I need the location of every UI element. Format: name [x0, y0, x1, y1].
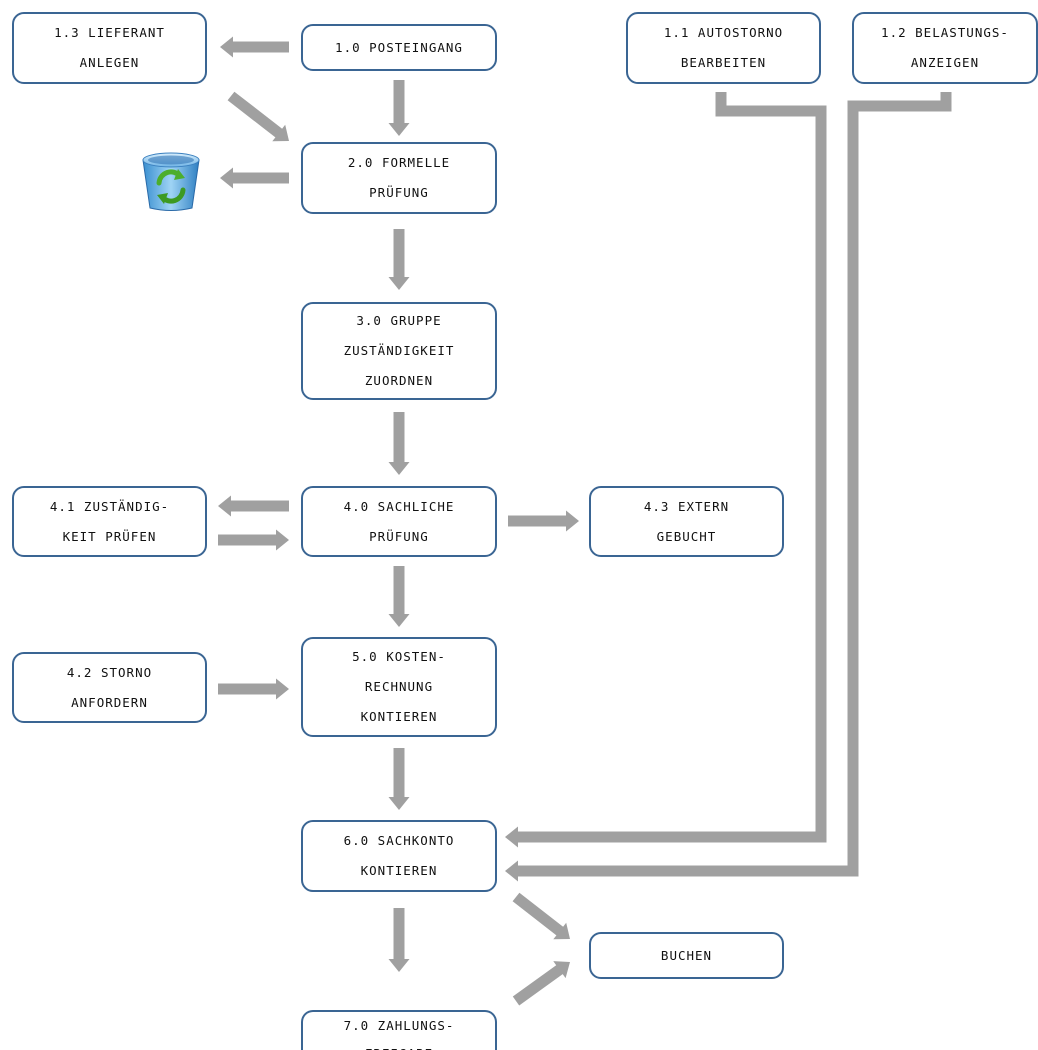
node-label-line: ANLEGEN — [79, 55, 140, 70]
node-label-line: RECHNUNG — [364, 679, 434, 694]
node-storno-anfordern: 4.2 STORNO ANFORDERN — [12, 652, 207, 723]
node-label-line: 1.2 BELASTUNGS- — [881, 25, 1009, 40]
arrow-storno-to-kosten — [218, 678, 289, 700]
arrow-sachkonto-to-zahlung — [388, 908, 410, 972]
arrow-autostorno-to-sachkonto — [505, 826, 526, 848]
arrow-posteingang-to-lieferant — [220, 36, 289, 58]
node-label-line: 7.0 ZAHLUNGS- — [343, 1018, 455, 1033]
arrow-gruppe-to-sachliche — [388, 412, 410, 475]
node-label-line: 6.0 SACHKONTO — [343, 833, 455, 848]
arrow-posteingang-to-formelle — [388, 80, 410, 136]
node-label-line: KEIT PRÜFEN — [62, 528, 157, 544]
node-label-line: 4.1 ZUSTÄNDIG- — [49, 498, 170, 514]
node-formelle-pruefung: 2.0 FORMELLE PRÜFUNG — [301, 142, 497, 214]
arrow-sachkonto-to-buchen — [512, 892, 570, 940]
node-label-line: ZUSTÄNDIGKEIT — [343, 343, 455, 358]
arrow-formelle-to-bin — [220, 167, 289, 189]
node-label-line: KONTIEREN — [360, 863, 438, 878]
node-label-line: 1.3 LIEFERANT — [54, 25, 165, 40]
node-label-line: 2.0 FORMELLE — [347, 155, 451, 170]
arrow-zahlung-to-buchen — [512, 961, 570, 1006]
node-label-line: 4.0 SACHLICHE — [343, 498, 455, 514]
node-label-line: ANFORDERN — [71, 694, 148, 710]
node-lieferant-anlegen: 1.3 LIEFERANT ANLEGEN — [12, 12, 207, 84]
arrow-sachliche-to-kosten — [388, 566, 410, 627]
node-posteingang: 1.0 POSTEINGANG — [301, 24, 497, 71]
node-label-line: 5.0 KOSTEN- — [352, 649, 446, 664]
node-zustaendigkeit-pruefen: 4.1 ZUSTÄNDIG- KEIT PRÜFEN — [12, 486, 207, 557]
node-kostenrechnung: 5.0 KOSTEN- RECHNUNG KONTIEREN — [301, 637, 497, 737]
node-label-line: PRÜFUNG — [369, 528, 429, 544]
node-label-line: FREIGABE — [365, 1040, 433, 1050]
node-gruppe-zustaendigkeit: 3.0 GRUPPE ZUSTÄNDIGKEIT ZUORDNEN — [301, 302, 497, 400]
arrow-formelle-to-gruppe — [388, 229, 410, 290]
arrow-sachliche-to-zustaendigkeit — [218, 495, 289, 517]
node-belastungsanzeigen: 1.2 BELASTUNGS- ANZEIGEN — [852, 12, 1038, 84]
node-label-line: KONTIEREN — [360, 709, 438, 724]
node-label-line: BEARBEITEN — [680, 55, 767, 70]
node-label-line: GEBUCHT — [656, 528, 717, 544]
arrow-belastung-to-sachkonto — [505, 860, 526, 882]
arrow-zustaendigkeit-to-sachliche — [218, 529, 289, 551]
connector-belastung-line — [525, 92, 952, 877]
arrow-lieferant-to-formelle — [227, 91, 289, 142]
node-label-line: ZUORDNEN — [364, 373, 434, 388]
node-label-line: ANZEIGEN — [910, 55, 980, 70]
node-label-line: 4.2 STORNO — [66, 664, 153, 680]
arrow-sachliche-to-extern — [508, 510, 579, 532]
node-sachliche-pruefung: 4.0 SACHLICHE PRÜFUNG — [301, 486, 497, 557]
connector-autostorno-line — [525, 92, 827, 843]
node-label-line: 1.0 POSTEINGANG — [335, 39, 463, 55]
node-label-line: 3.0 GRUPPE — [356, 313, 442, 328]
node-buchen: BUCHEN — [589, 932, 784, 979]
node-label-line: PRÜFUNG — [369, 185, 429, 200]
node-autostorno: 1.1 AUTOSTORNO BEARBEITEN — [626, 12, 821, 84]
recycle-bin-icon — [142, 152, 200, 211]
node-label-line: 4.3 EXTERN — [643, 498, 730, 514]
arrow-kosten-to-sachkonto — [388, 748, 410, 810]
node-label-line: 1.1 AUTOSTORNO — [663, 25, 784, 40]
node-extern-gebucht: 4.3 EXTERN GEBUCHT — [589, 486, 784, 557]
node-sachkonto: 6.0 SACHKONTO KONTIEREN — [301, 820, 497, 892]
node-zahlungsfreigabe: 7.0 ZAHLUNGS- FREIGABE — [301, 1010, 497, 1050]
node-label-line: BUCHEN — [660, 947, 713, 963]
